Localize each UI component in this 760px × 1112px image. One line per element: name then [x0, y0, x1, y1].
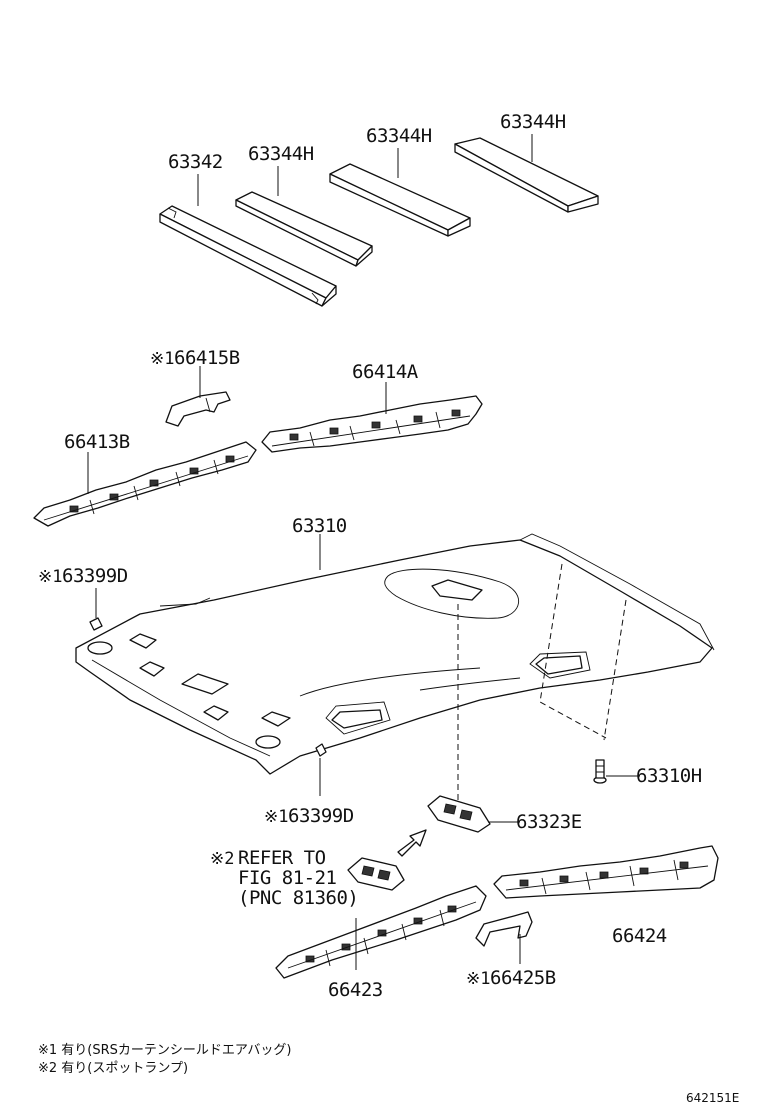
label-63323e: 63323E	[516, 811, 582, 833]
guide-line-fastener-b	[603, 599, 627, 741]
figure-code: 642151E	[686, 1091, 739, 1105]
label-63399d-upper: 63399D	[62, 565, 128, 587]
clip-63399d-upper	[89, 617, 103, 631]
lamp-63323e	[427, 795, 491, 833]
label-66413b: 66413B	[64, 431, 130, 453]
label-63344h-1: 63344H	[248, 143, 314, 165]
refer-line-3: (PNC 81360)	[238, 887, 358, 909]
label-66414a: 66414A	[352, 361, 419, 383]
retainer-66415b	[165, 391, 231, 427]
retainer-66424	[493, 845, 719, 899]
footnote-1: ※1 有り(SRSカーテンシールドエアバッグ)	[38, 1043, 291, 1058]
retainer-66425b	[475, 911, 533, 947]
fastener-63310h	[593, 759, 607, 784]
direction-arrow	[397, 829, 427, 857]
label-63399d-lower: 63399D	[288, 805, 354, 827]
roof-pad-63344h-3	[454, 137, 599, 213]
roof-pad-63344h-1	[235, 191, 373, 267]
retainer-66413b	[33, 441, 257, 527]
roof-pad-63344h-2	[329, 163, 471, 237]
label-63344h-3: 63344H	[500, 111, 566, 133]
headliner-63310	[75, 533, 715, 775]
label-66424: 66424	[612, 925, 667, 947]
footnote-2: ※2 有り(スポットランプ)	[38, 1061, 188, 1076]
retainer-66414a	[261, 395, 483, 453]
mark-63399d-lower: ※1	[264, 807, 288, 827]
label-63310h: 63310H	[636, 765, 702, 787]
refer-line-2: FIG 81-21	[238, 867, 337, 889]
mark-66415b: ※1	[150, 349, 174, 369]
clip-63399d-lower	[315, 743, 327, 757]
label-66423: 66423	[328, 979, 383, 1001]
refer-line-1: REFER TO	[238, 847, 326, 869]
roof-pad-63342	[159, 205, 337, 307]
mark-refer: ※2	[210, 849, 234, 869]
mark-66425b: ※1	[466, 969, 490, 989]
label-63342: 63342	[168, 151, 223, 173]
retainer-66423	[275, 885, 487, 979]
label-66415b: 66415B	[174, 347, 240, 369]
label-66425b: 66425B	[490, 967, 556, 989]
mark-63399d-upper: ※1	[38, 567, 62, 587]
label-63344h-2: 63344H	[366, 125, 432, 147]
spot-lamp-ref-part	[347, 857, 405, 891]
label-63310: 63310	[292, 515, 347, 537]
